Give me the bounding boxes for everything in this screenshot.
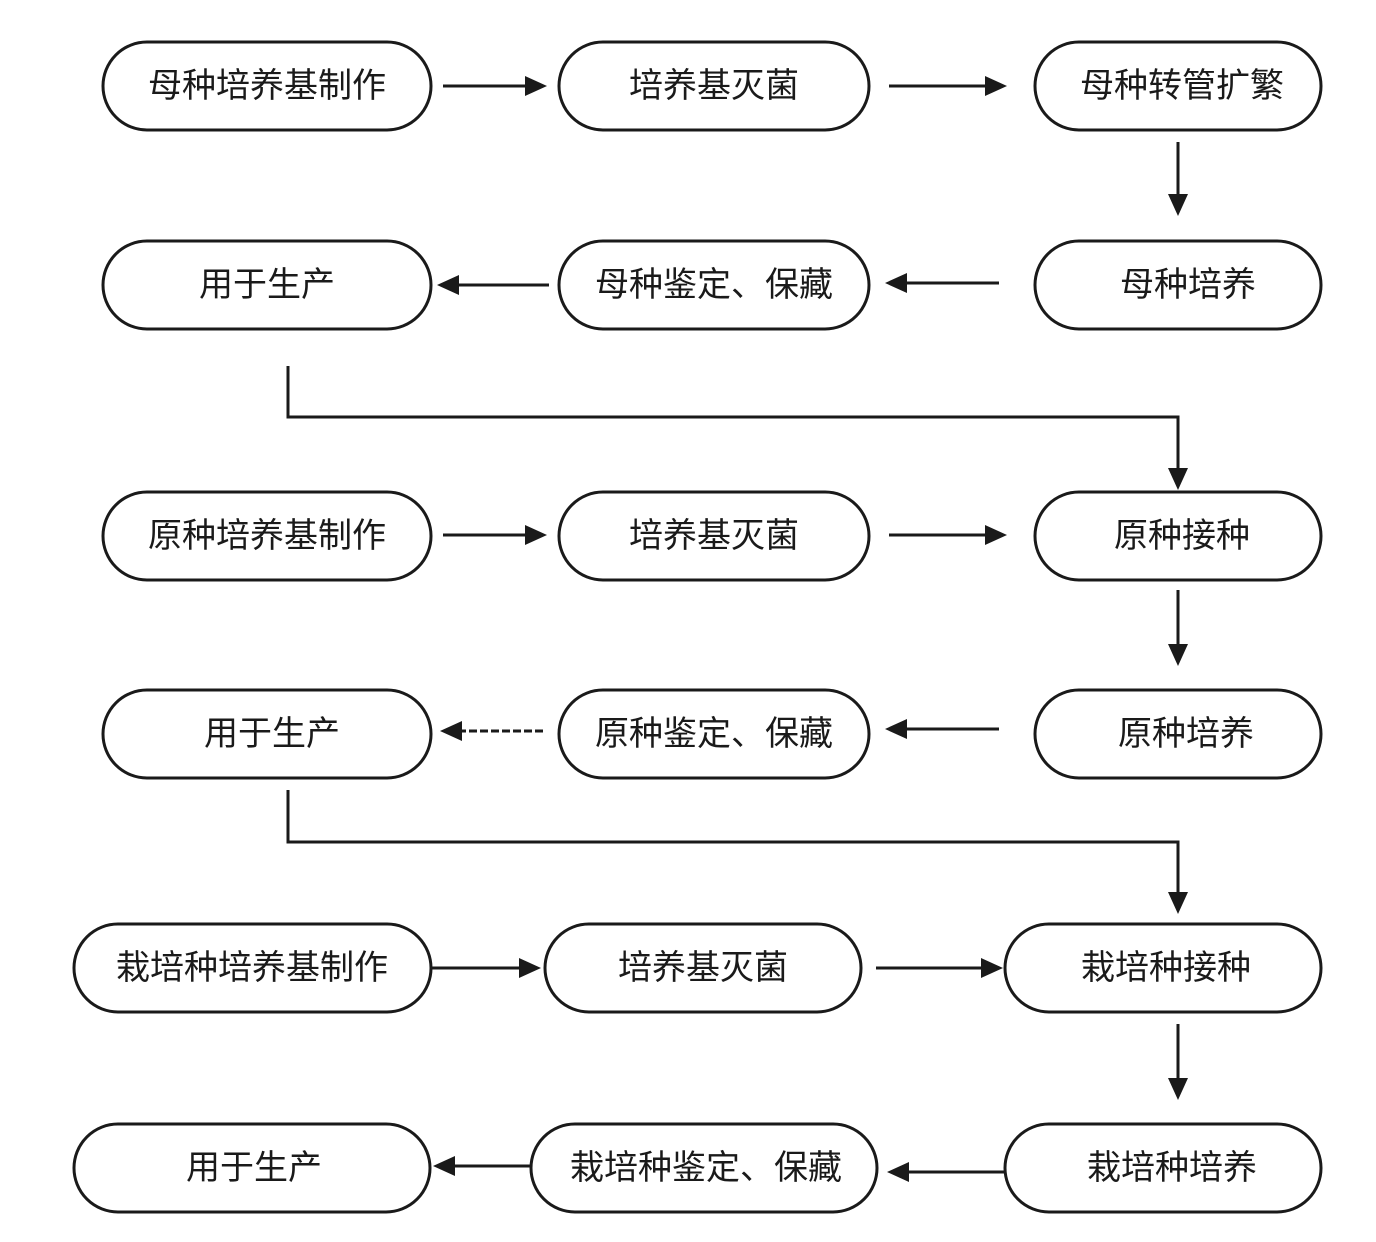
arrow-cultivation-culture-to-identification: [887, 1162, 1005, 1182]
svg-text:栽培种培养: 栽培种培养: [1087, 1148, 1257, 1188]
node-cultivation-identification-storage: 栽培种鉴定、保藏: [529, 1122, 879, 1214]
svg-text:母种鉴定、保藏: 母种鉴定、保藏: [595, 265, 833, 305]
arrow-mother-sterilization-to-transfer: [889, 76, 1007, 96]
svg-text:培养基灭菌: 培养基灭菌: [629, 516, 799, 556]
node-cultivation-medium-sterilization: 培养基灭菌: [543, 922, 863, 1014]
svg-text:母种转管扩繁: 母种转管扩繁: [1080, 66, 1284, 106]
arrow-cultivation-inoculation-to-culture: [1168, 1024, 1188, 1100]
arrow-mother-identification-to-production: [437, 275, 549, 295]
node-mother-medium-sterilization: 培养基灭菌: [557, 40, 871, 132]
node-cultivation-inoculation: 栽培种接种: [1003, 922, 1323, 1014]
svg-text:用于生产: 用于生产: [186, 1148, 322, 1188]
arrow-mother-culture-to-identification: [885, 273, 999, 293]
connector-mother-to-original: [286, 366, 1188, 490]
node-cultivation-culture: 栽培种培养: [1003, 1122, 1323, 1214]
svg-text:栽培种接种: 栽培种接种: [1081, 948, 1251, 988]
arrow-cultivation-prep-to-sterilization: [431, 958, 541, 978]
node-original-medium-prep: 原种培养基制作: [101, 490, 433, 582]
node-original-use-in-production: 用于生产: [101, 688, 433, 780]
svg-text:母种培养: 母种培养: [1120, 265, 1256, 305]
arrow-cultivation-identification-to-production: [433, 1156, 531, 1176]
svg-text:原种培养基制作: 原种培养基制作: [148, 516, 386, 556]
svg-text:原种鉴定、保藏: 原种鉴定、保藏: [595, 714, 833, 754]
node-original-identification-storage: 原种鉴定、保藏: [557, 688, 871, 780]
arrow-original-inoculation-to-culture: [1168, 590, 1188, 666]
arrow-cultivation-sterilization-to-inoculation: [876, 958, 1003, 978]
svg-text:栽培种鉴定、保藏: 栽培种鉴定、保藏: [570, 1148, 842, 1188]
node-original-medium-sterilization: 培养基灭菌: [557, 490, 871, 582]
arrow-original-sterilization-to-inoculation: [889, 525, 1007, 545]
node-cultivation-medium-prep: 栽培种培养基制作: [72, 922, 433, 1014]
svg-text:原种接种: 原种接种: [1114, 516, 1250, 556]
node-original-inoculation: 原种接种: [1033, 490, 1323, 582]
node-mother-use-in-production: 用于生产: [101, 239, 433, 331]
svg-text:用于生产: 用于生产: [204, 714, 340, 754]
node-cultivation-use-in-production: 用于生产: [72, 1122, 432, 1214]
svg-text:母种培养基制作: 母种培养基制作: [148, 66, 386, 106]
node-original-culture: 原种培养: [1033, 688, 1323, 780]
svg-text:培养基灭菌: 培养基灭菌: [629, 66, 799, 106]
svg-text:栽培种培养基制作: 栽培种培养基制作: [116, 948, 388, 988]
node-mother-transfer-expansion: 母种转管扩繁: [1033, 40, 1323, 132]
arrow-original-identification-to-production: [440, 721, 543, 741]
svg-text:原种培养: 原种培养: [1118, 714, 1254, 754]
node-mother-medium-prep: 母种培养基制作: [101, 40, 433, 132]
svg-text:用于生产: 用于生产: [199, 265, 335, 305]
node-mother-identification-storage: 母种鉴定、保藏: [557, 239, 871, 331]
arrow-mother-transfer-to-culture: [1168, 142, 1188, 216]
svg-text:培养基灭菌: 培养基灭菌: [618, 948, 788, 988]
arrow-original-prep-to-sterilization: [443, 525, 547, 545]
arrow-original-culture-to-identification: [885, 719, 999, 739]
arrow-mother-prep-to-sterilization: [443, 76, 547, 96]
node-mother-culture: 母种培养: [1033, 239, 1323, 331]
connector-original-to-cultivation: [286, 790, 1188, 914]
